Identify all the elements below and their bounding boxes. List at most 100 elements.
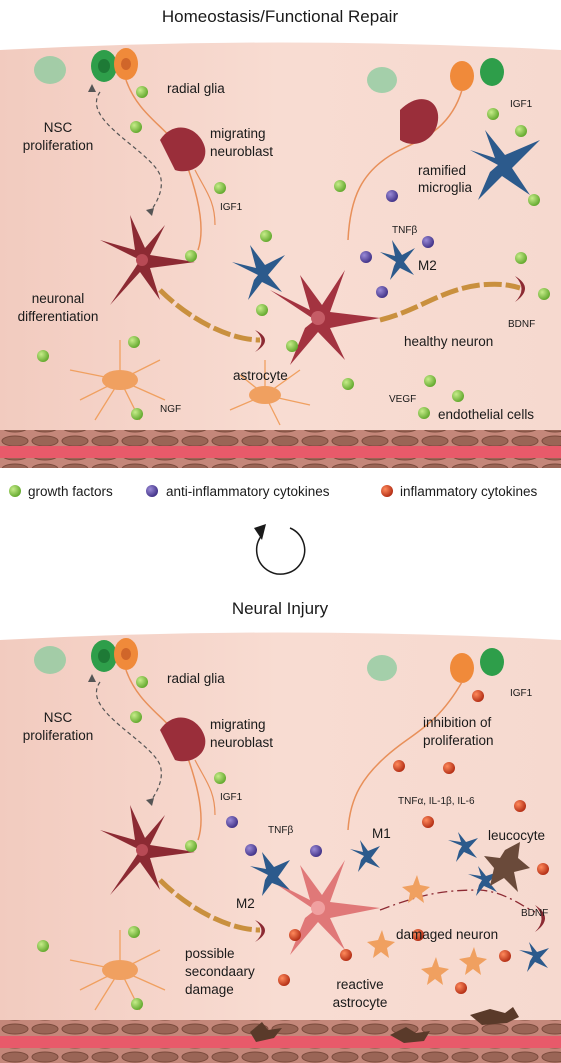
bottom-tnfb-label: TNFβ — [268, 825, 293, 836]
top-igf1-left: IGF1 — [220, 202, 243, 213]
bottom-nsc-label: NSC — [44, 710, 73, 725]
top-neuronal-label2: differentiation — [18, 309, 99, 324]
leucocyte-cell — [484, 842, 530, 892]
top-microglia-ramified — [470, 130, 540, 200]
top-microglia-m2 — [380, 240, 415, 280]
legend-inflam-swatch — [381, 485, 393, 497]
bottom-reactive-label: reactive — [336, 977, 383, 992]
bottom-nsc-arrowhead-up — [88, 674, 96, 682]
bottom-possible-label: possible — [185, 946, 235, 961]
bottom-tissue — [0, 632, 561, 1063]
top-nsc-arrowhead-up — [88, 84, 96, 92]
top-igf1-right: IGF1 — [510, 99, 533, 110]
top-radial-glia-label: radial glia — [167, 81, 225, 96]
legend-growth-label: growth factors — [28, 484, 113, 499]
legend-inflam-label: inflammatory cytokines — [400, 484, 538, 499]
top-synapse-right — [515, 276, 525, 302]
bottom-igf1-right: IGF1 — [510, 688, 533, 699]
bottom-growth-factors — [37, 676, 226, 1010]
bottom-synapse-right — [535, 905, 545, 932]
bottom-anti-inflammatory — [226, 816, 322, 857]
bottom-m2-label: M2 — [236, 896, 255, 911]
top-nsc-label2: proliferation — [23, 138, 94, 153]
top-tissue — [0, 42, 561, 465]
top-migrating-neuroblast — [160, 127, 216, 226]
top-ramified-label: ramified — [418, 163, 466, 178]
bottom-nsc-arrow — [96, 681, 162, 803]
bottom-synapse-left — [255, 920, 265, 942]
bottom-neuron-left — [100, 805, 195, 895]
top-microglia-center — [232, 245, 285, 300]
bottom-possible-label2: secondaary — [185, 964, 255, 979]
bottom-reactive-label2: astrocyte — [333, 995, 388, 1010]
bottom-inhibition-label2: proliferation — [423, 733, 494, 748]
bottom-reactive-astrocytes — [367, 875, 487, 985]
top-migrating-label2: neuroblast — [210, 144, 273, 159]
top-radial-glia-process-right — [347, 89, 463, 241]
top-astrocyte-left-body — [102, 370, 138, 390]
bottom-microglia-c — [519, 942, 549, 972]
bottom-tnf-list: TNFα, IL-1β, IL-6 — [398, 796, 475, 807]
bottom-inhibition-label: inhibition of — [423, 715, 492, 730]
bottom-microglia-m1 — [350, 840, 380, 872]
top-nsc-cells — [34, 48, 504, 93]
top-ramified-label2: microglia — [418, 180, 473, 195]
top-nsc-arrowhead — [146, 208, 154, 216]
legend-anti-label: anti-inflammatory cytokines — [166, 484, 330, 499]
top-migrating-neuroblast-right — [400, 99, 439, 144]
bottom-astrocyte-left-body — [102, 960, 138, 980]
bottom-title: Neural Injury — [232, 599, 329, 618]
bottom-damaged-label: damaged neuron — [396, 927, 498, 942]
top-neuron-center — [270, 270, 380, 365]
bottom-migrating-label2: neuroblast — [210, 735, 273, 750]
bottom-migrating-neuroblast — [160, 717, 216, 816]
bottom-axon-left — [158, 878, 261, 933]
top-anti-inflammatory — [360, 190, 434, 298]
top-astrocyte-left — [69, 340, 166, 421]
top-axon-left — [158, 288, 261, 343]
bottom-inflammatory — [278, 690, 549, 994]
bottom-m1-label: M1 — [372, 826, 391, 841]
top-astrocyte-label: astrocyte — [233, 368, 288, 383]
top-vegf-label: VEGF — [389, 394, 416, 405]
bottom-microglia-m2 — [250, 852, 290, 896]
bottom-nsc-label2: proliferation — [23, 728, 94, 743]
bottom-nsc-arrowhead — [146, 798, 154, 806]
top-blood-vessel — [0, 430, 561, 468]
bottom-astrocyte-left — [69, 930, 166, 1011]
top-bdnf-label: BDNF — [508, 319, 535, 330]
cycle-arrow-icon — [254, 524, 306, 575]
bottom-axon-damaged — [379, 889, 536, 913]
top-title: Homeostasis/Functional Repair — [162, 7, 399, 26]
top-healthy-neuron-label: healthy neuron — [404, 334, 493, 349]
top-astrocyte-center-body — [249, 386, 281, 404]
bottom-bdnf-label: BDNF — [521, 908, 548, 919]
bottom-blood-vessel — [0, 1007, 561, 1063]
top-migrating-label: migrating — [210, 126, 266, 141]
top-endothelial-label: endothelial cells — [438, 407, 534, 422]
top-axon-right — [379, 281, 521, 323]
bottom-migrating-label: migrating — [210, 717, 266, 732]
top-synapse-left — [255, 330, 265, 352]
legend-anti-swatch — [146, 485, 158, 497]
bottom-possible-label3: damage — [185, 982, 234, 997]
top-m2-label: M2 — [418, 258, 437, 273]
bottom-nsc-cells — [34, 638, 504, 683]
bottom-microglia-b — [468, 866, 498, 896]
top-growth-factors — [37, 86, 550, 420]
bottom-radial-glia-process-right — [347, 681, 463, 831]
top-neuron-left — [100, 215, 195, 305]
top-astrocyte-center — [229, 360, 311, 426]
bottom-igf1-left: IGF1 — [220, 792, 243, 803]
bottom-microglia-a — [448, 832, 478, 862]
top-ngf-label: NGF — [160, 404, 181, 415]
top-nsc-label: NSC — [44, 120, 73, 135]
bottom-neuron-damaged — [270, 860, 380, 955]
top-tnfb-label: TNFβ — [392, 225, 417, 236]
legend-growth-swatch — [9, 485, 21, 497]
bottom-radial-glia-label: radial glia — [167, 671, 225, 686]
top-neuronal-label: neuronal — [32, 291, 85, 306]
top-nsc-arrow — [96, 91, 162, 213]
bottom-leucocyte-label: leucocyte — [488, 828, 545, 843]
